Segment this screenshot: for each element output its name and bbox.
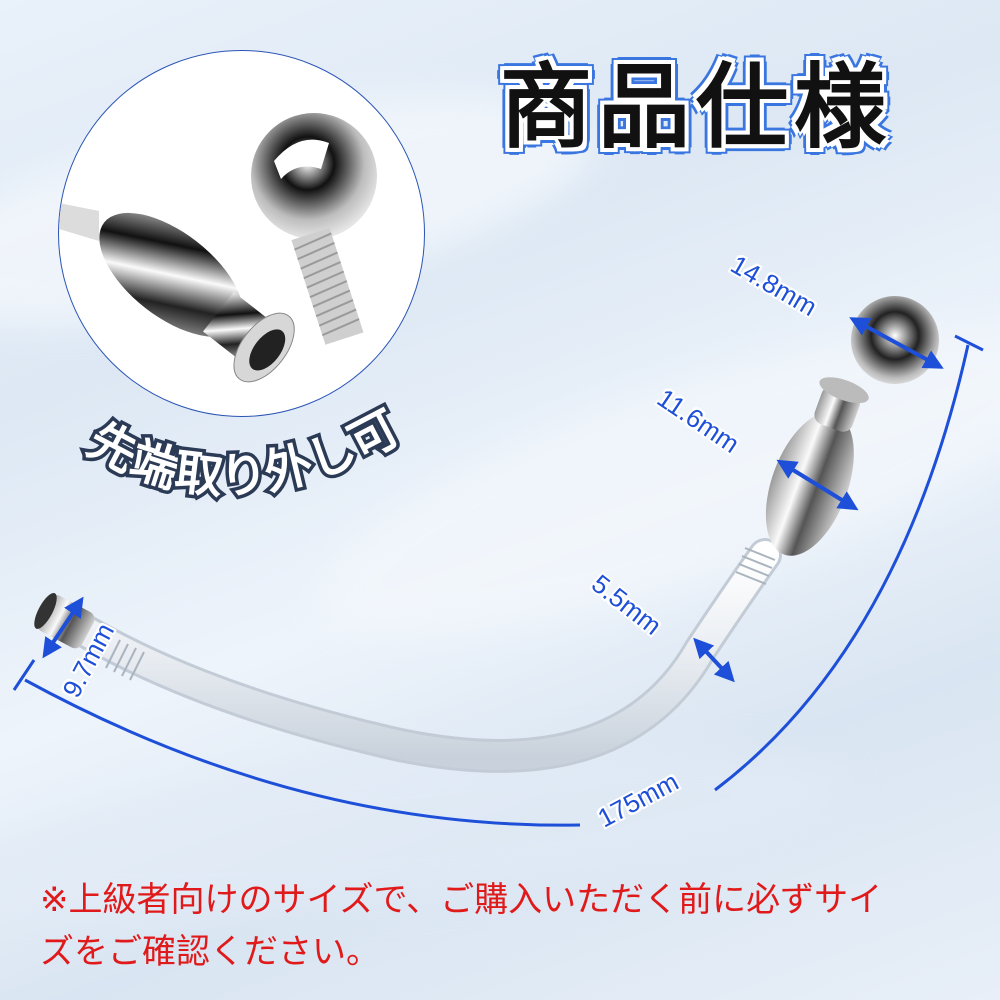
tube bbox=[58, 538, 782, 773]
size-notice: ※上級者向けのサイズで、ご購入いただく前に必ずサイ ズをご確認ください。 bbox=[40, 874, 970, 978]
page-title: 商品仕様 bbox=[500, 54, 893, 161]
size-notice-line-1: ※上級者向けのサイズで、ご購入いただく前に必ずサイ bbox=[40, 880, 883, 920]
removable-tip-illustration bbox=[59, 113, 377, 383]
detail-circle bbox=[58, 50, 425, 417]
size-notice-line-2: ズをご確認ください。 bbox=[40, 932, 380, 972]
metal-bulb bbox=[765, 377, 869, 556]
